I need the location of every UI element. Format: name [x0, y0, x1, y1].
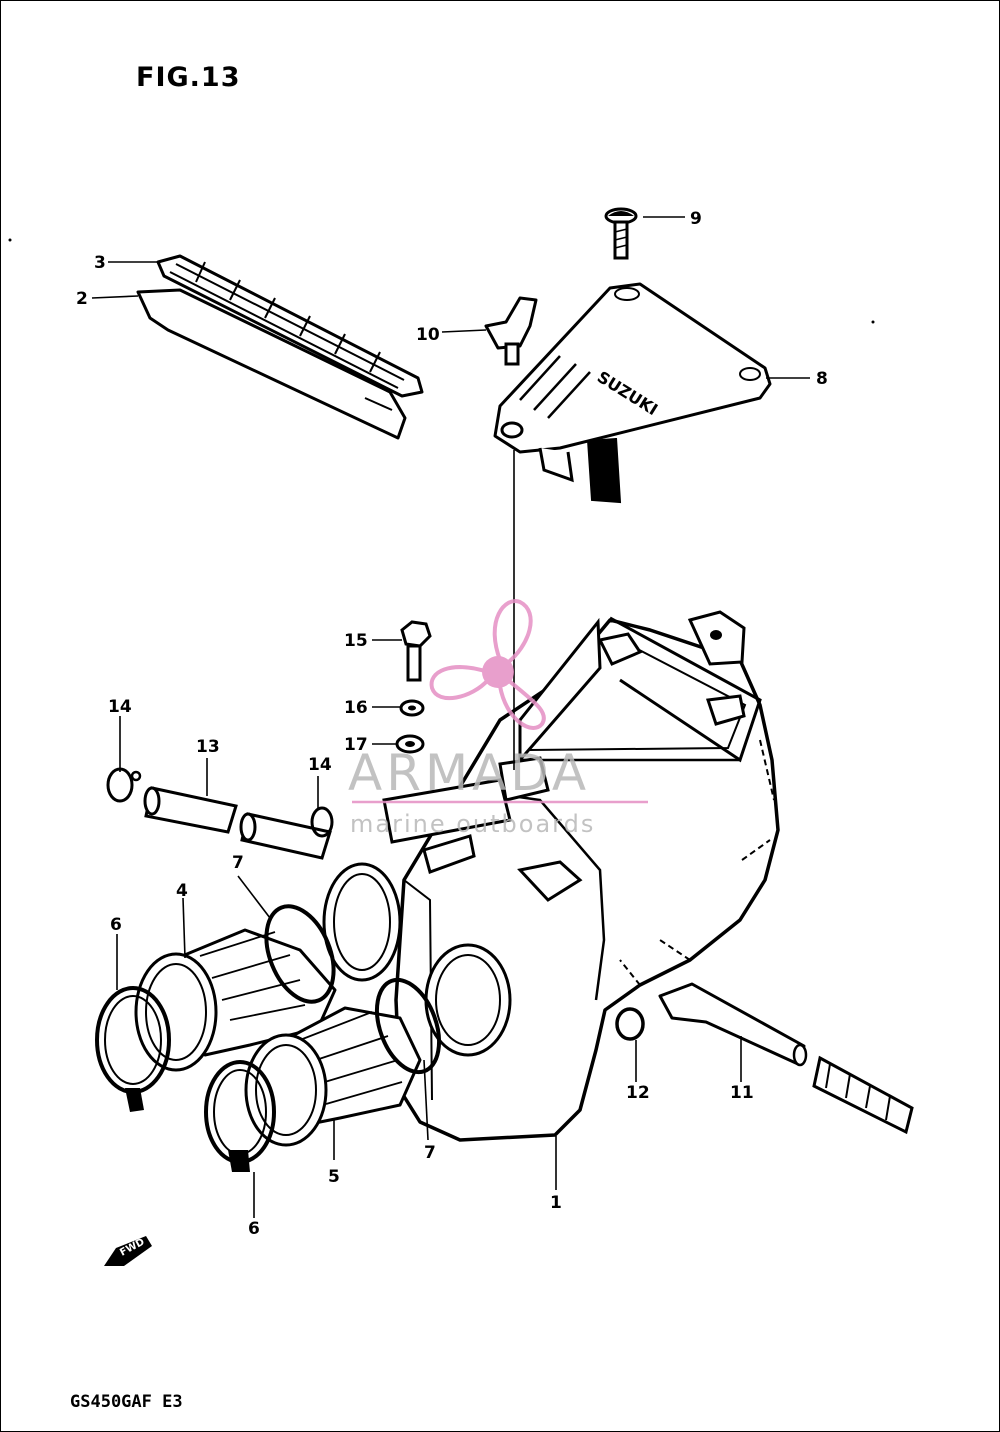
watermark: ARMADA marine outboards	[348, 599, 648, 838]
part-13-breather-hose	[143, 786, 332, 860]
watermark-tagline: marine outboards	[350, 810, 595, 838]
part-6-clamp-lower	[204, 1060, 276, 1172]
part-15-bolt	[400, 620, 432, 682]
callout-7-upper: 7	[232, 853, 244, 873]
callout-13: 13	[196, 737, 220, 757]
callout-15: 15	[344, 631, 368, 651]
callout-4: 4	[176, 881, 188, 901]
callout-14-left: 14	[108, 697, 132, 717]
callout-8: 8	[816, 369, 828, 389]
part-14-hose-clip-left	[106, 767, 142, 803]
callout-5: 5	[328, 1167, 340, 1187]
callout-6-upper: 6	[110, 915, 122, 935]
part-2-filter-element	[136, 288, 407, 440]
part-14-hose-clip-right	[310, 806, 334, 838]
callout-2: 2	[76, 289, 88, 309]
front-direction-marker: FWD	[104, 1236, 152, 1266]
callout-12: 12	[626, 1083, 650, 1103]
callout-9: 9	[690, 209, 702, 229]
callout-7-lower: 7	[424, 1143, 436, 1163]
part-1-air-cleaner-case	[382, 610, 780, 1142]
part-16-washer	[399, 699, 425, 717]
part-10-wing-bolt	[484, 296, 538, 366]
part-9-screw	[604, 207, 638, 260]
callout-labels: 3 2 9 10 8 15 16 17 14 13 14 7 4 6 5 6 7…	[76, 209, 828, 1239]
part-8-air-cleaner-cover: SUZUKI	[493, 282, 772, 504]
callout-11: 11	[730, 1083, 754, 1103]
model-code: GS450GAF E3	[70, 1392, 183, 1412]
part-7-o-ring-upper	[264, 904, 336, 1004]
part-3-filter-mesh	[156, 254, 424, 398]
callout-17: 17	[344, 735, 368, 755]
callout-1: 1	[550, 1193, 562, 1213]
callout-3: 3	[94, 253, 106, 273]
callout-10: 10	[416, 325, 440, 345]
callout-14-right: 14	[308, 755, 332, 775]
part-12-hose-clip	[615, 1007, 645, 1041]
figure-title: FIG.13	[136, 62, 241, 93]
watermark-brand: ARMADA	[348, 744, 590, 802]
part-11-drain-hose	[658, 982, 914, 1135]
part-6-clamp-upper	[95, 986, 171, 1112]
part-17-rubber-washer	[395, 734, 425, 754]
callout-6-lower: 6	[248, 1219, 260, 1239]
callout-16: 16	[344, 698, 368, 718]
part-4-intake-pipe	[134, 862, 402, 1072]
propeller-logo	[429, 599, 546, 730]
